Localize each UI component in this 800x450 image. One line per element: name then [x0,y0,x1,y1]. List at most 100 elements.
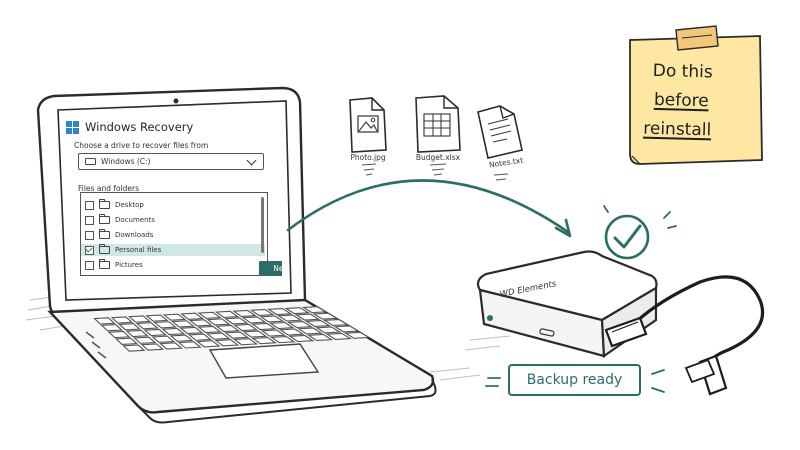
keyboard-key [315,326,342,334]
keyboard-key [343,331,371,339]
keyboard-key [161,327,186,336]
status-sparkles [485,369,665,393]
keyboard-key [118,323,142,331]
keyboard-key [294,313,321,321]
checkbox[interactable] [85,215,94,225]
keyboard-key [325,332,353,340]
keyboard-key [177,341,202,349]
list-item[interactable]: Desktop [85,199,261,211]
windows-logo-icon [66,120,79,134]
recovery-window: Windows Recovery Choose a drive to recov… [62,112,282,286]
list-item-label: Downloads [115,231,154,239]
checkbox[interactable] [85,200,94,210]
note-line-emphasis: before [653,89,709,112]
keyboard-key [179,326,204,335]
keyboard-key [114,337,138,345]
keyboard-key [296,327,324,335]
keyboard-key [284,307,311,315]
file-label-budget: Budget.xlsx [415,153,461,162]
file-list: Desktop Documents Downloads Personal fil… [80,192,268,276]
keyboard-key [187,333,212,341]
note-line: Do this [652,60,713,83]
keyboard-key [140,343,165,351]
keyboard-key [288,334,315,343]
folder-icon [99,229,110,239]
keyboard-key [93,317,116,325]
checkbox[interactable] [85,260,94,270]
window-title: Windows Recovery [85,120,194,134]
keyboard-key [169,334,194,342]
keyboard-key [153,321,177,329]
keyboard-key [214,339,240,347]
scrollbar[interactable] [261,197,264,253]
keyboard-key [241,316,267,324]
status-badge: Backup ready [508,364,641,396]
chevron-down-icon[interactable] [246,155,257,165]
keyboard-key [306,333,334,342]
keyboard-key [312,312,339,320]
keyboard-key [269,335,296,344]
list-item-label: Desktop [115,201,144,209]
keyboard-key [127,315,151,323]
folder-icon [99,199,110,209]
desk-shadow [25,295,511,381]
keyboard-key [133,336,157,344]
trackpad [208,343,320,379]
keyboard-key [233,323,259,332]
keyboard-key [122,344,146,352]
window-title-bar: Windows Recovery [66,120,193,134]
list-item[interactable]: Downloads [85,229,261,241]
list-item[interactable]: Documents [85,214,261,226]
note-line-emphasis: reinstall [643,118,712,141]
checkbox-checked[interactable] [85,245,94,255]
list-item[interactable]: Pictures [85,259,261,271]
keyboard-key [196,340,221,348]
file-label-photo: Photo.jpg [350,153,386,162]
keyboard-key [278,328,305,336]
folder-icon [99,214,110,224]
keyboard-key [333,325,361,333]
keyboard-key [205,332,231,340]
image-file-icon [349,97,387,176]
keyboard-key [206,318,231,326]
sticky-note [629,25,763,165]
usb-cable [604,275,765,396]
files-label: Files and folders [78,184,140,193]
keyboard-key [180,312,204,320]
keyboard-key [143,328,167,337]
keyboard-key [214,310,240,318]
keyboard-key [215,324,240,333]
tape-icon [675,25,719,51]
list-item-selected[interactable]: Personal files [81,244,265,256]
list-item-label: Documents [115,216,155,224]
list-item-label: Personal files [115,246,162,254]
keyboard-key [259,315,285,323]
drive-led-icon [487,315,493,321]
keyboard-key [188,319,213,327]
keyboard-key [145,314,169,322]
checkbox[interactable] [85,230,94,240]
keyboard-key [233,338,259,346]
keyboard-key [242,330,268,338]
keyboard-key [269,321,295,330]
keyboard-key [266,308,293,316]
keyboard-key [232,309,258,317]
keyboard-key [151,335,175,343]
keyboard-key [197,311,222,319]
keyboard-key [286,320,313,329]
next-button[interactable]: Next [259,261,282,276]
sticky-note-text: Do this before reinstall [639,57,753,147]
drive-select[interactable]: Windows (C:) [78,153,264,170]
keyboard [93,306,371,352]
folder-icon [99,259,110,269]
keyboard-key [159,342,183,350]
spreadsheet-file-icon [415,95,461,176]
keyboard-key [260,329,287,337]
keyboard-key [301,306,328,314]
webcam-icon [173,98,179,104]
list-item-label: Pictures [115,261,143,269]
usb-port-icon [539,328,555,337]
keyboard-key [224,331,249,339]
